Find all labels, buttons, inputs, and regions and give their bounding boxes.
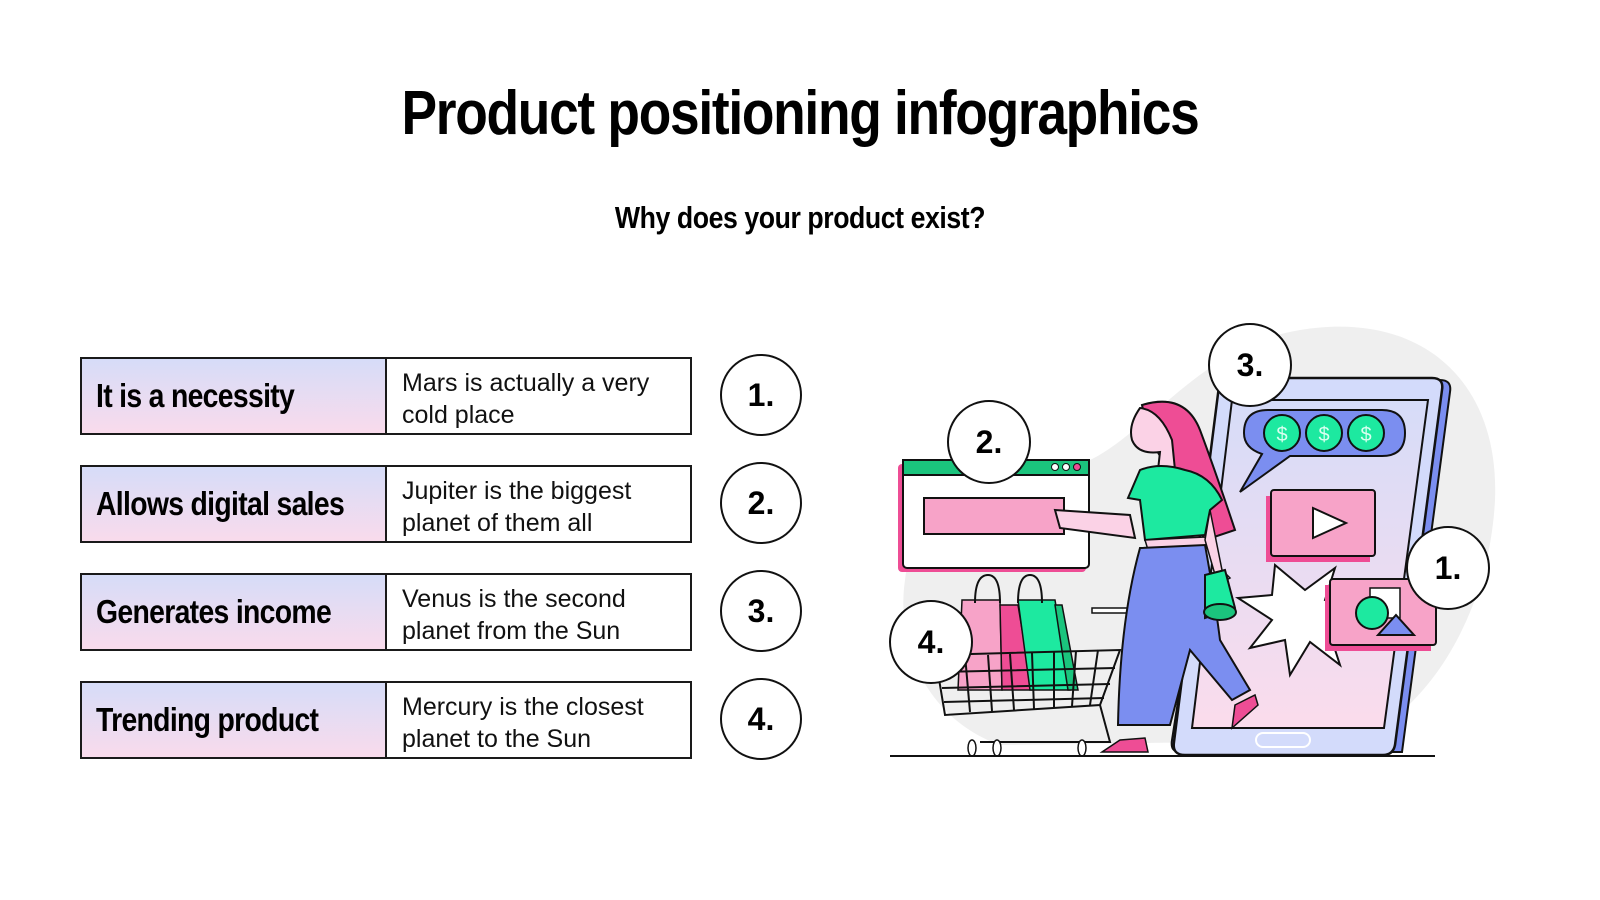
illustration-badge-4: 4.	[889, 600, 973, 684]
slide-title: Product positioning infographics	[401, 79, 1199, 148]
slide-subtitle: Why does your product exist?	[614, 200, 986, 235]
row-number-circle: 4.	[720, 678, 802, 760]
megaphone-icon	[1203, 568, 1237, 621]
illustration-badge-1: 1.	[1406, 526, 1490, 610]
shopper-illustration-icon: $ $ $	[890, 326, 1496, 757]
row-description: Venus is the second planet from the Sun	[385, 573, 692, 651]
coin-icon: $ $ $	[1263, 414, 1385, 452]
row-number-circle: 1.	[720, 354, 802, 436]
row-description: Jupiter is the biggest planet of them al…	[385, 465, 692, 543]
row-label-box: Allows digital sales	[80, 465, 385, 543]
row-label: It is a necessity	[96, 377, 295, 414]
woman-figure-icon	[1053, 400, 1259, 753]
positioning-row-4: Trending product Mercury is the closest …	[80, 678, 805, 760]
shopping-cart-icon	[933, 573, 1139, 757]
row-label-box: Generates income	[80, 573, 385, 651]
svg-text:$: $	[1276, 424, 1287, 446]
positioning-row-2: Allows digital sales Jupiter is the bigg…	[80, 462, 805, 544]
shopping-illustration: $ $ $	[880, 310, 1560, 790]
illustration-badge-3: 3.	[1208, 323, 1292, 407]
svg-text:$: $	[1360, 424, 1371, 446]
row-number-circle: 2.	[720, 462, 802, 544]
row-number-circle: 3.	[720, 570, 802, 652]
row-label-box: Trending product	[80, 681, 385, 759]
row-description: Mars is actually a very cold place	[385, 357, 692, 435]
row-label-box: It is a necessity	[80, 357, 385, 435]
row-label: Trending product	[96, 701, 319, 738]
positioning-row-3: Generates income Venus is the second pla…	[80, 570, 805, 652]
row-description: Mercury is the closest planet to the Sun	[385, 681, 692, 759]
positioning-row-1: It is a necessity Mars is actually a ver…	[80, 354, 805, 436]
illustration-badge-2: 2.	[947, 400, 1031, 484]
row-label: Allows digital sales	[96, 485, 345, 522]
row-label: Generates income	[96, 593, 332, 630]
svg-text:$: $	[1318, 424, 1329, 446]
